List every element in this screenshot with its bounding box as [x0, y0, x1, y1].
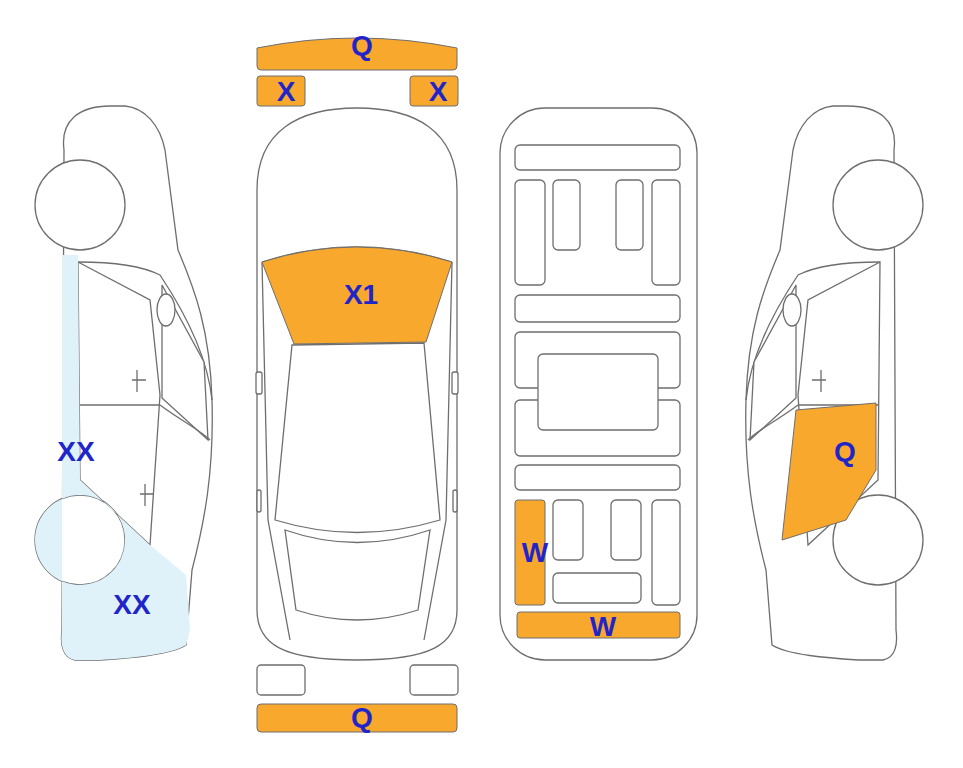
rear-light	[410, 665, 458, 695]
car-side-view	[35, 106, 212, 660]
car-body	[257, 108, 457, 660]
damage-code: X	[277, 78, 296, 106]
car-side-view-mirrored	[746, 106, 923, 660]
damage-area: X	[255, 74, 307, 108]
underbody-panel	[553, 500, 583, 560]
door-handle	[453, 490, 457, 512]
underbody-panel	[553, 573, 641, 603]
damage-area: Q	[778, 400, 880, 544]
underbody-panel	[538, 354, 658, 430]
roof	[275, 343, 440, 533]
damage-code: W	[522, 539, 548, 567]
damage-code: Q	[834, 438, 856, 466]
damage-shape	[778, 400, 880, 544]
wheel	[35, 160, 125, 250]
damage-fill	[257, 76, 305, 106]
damage-area: X	[408, 74, 460, 108]
damage-code: Q	[351, 704, 373, 732]
door-handle	[140, 484, 154, 506]
damage-fill	[410, 76, 458, 106]
door-line	[80, 404, 160, 405]
damage-area: XX XX	[30, 250, 200, 664]
damage-fill	[35, 255, 190, 660]
mirror	[452, 372, 458, 394]
mirror	[157, 294, 175, 326]
underbody-panel	[616, 180, 643, 250]
underbody-panel	[515, 145, 680, 170]
damage-fill	[257, 704, 457, 732]
damage-fill	[782, 403, 876, 540]
damage-code: XX	[113, 591, 150, 619]
underbody-panel	[652, 500, 680, 605]
damage-code: W	[590, 613, 616, 641]
underbody-panel	[515, 180, 545, 285]
damage-area: Q	[255, 30, 461, 74]
underbody	[500, 108, 697, 660]
car-underside-view	[500, 108, 697, 660]
underbody-panel	[515, 465, 680, 490]
underbody-panel	[553, 180, 580, 250]
damage-code: XX	[57, 438, 94, 466]
damage-fill	[262, 247, 452, 344]
damage-code: X	[429, 78, 448, 106]
rear-light	[257, 665, 305, 695]
rear-window	[285, 530, 430, 620]
rear-line	[160, 405, 210, 440]
mirror	[256, 372, 262, 394]
door-handle	[132, 370, 146, 392]
door-handle	[257, 490, 261, 512]
damage-area: X1	[258, 240, 456, 348]
damage-area: Q	[255, 702, 459, 734]
car-top-view	[256, 108, 458, 695]
underbody-panel	[652, 180, 680, 285]
damage-code: Q	[351, 32, 373, 60]
underbody-panel	[515, 295, 680, 322]
damage-area: W	[513, 498, 547, 607]
underbody-panel	[611, 500, 641, 560]
damage-area: W	[515, 610, 682, 640]
damage-code: X1	[344, 281, 378, 309]
